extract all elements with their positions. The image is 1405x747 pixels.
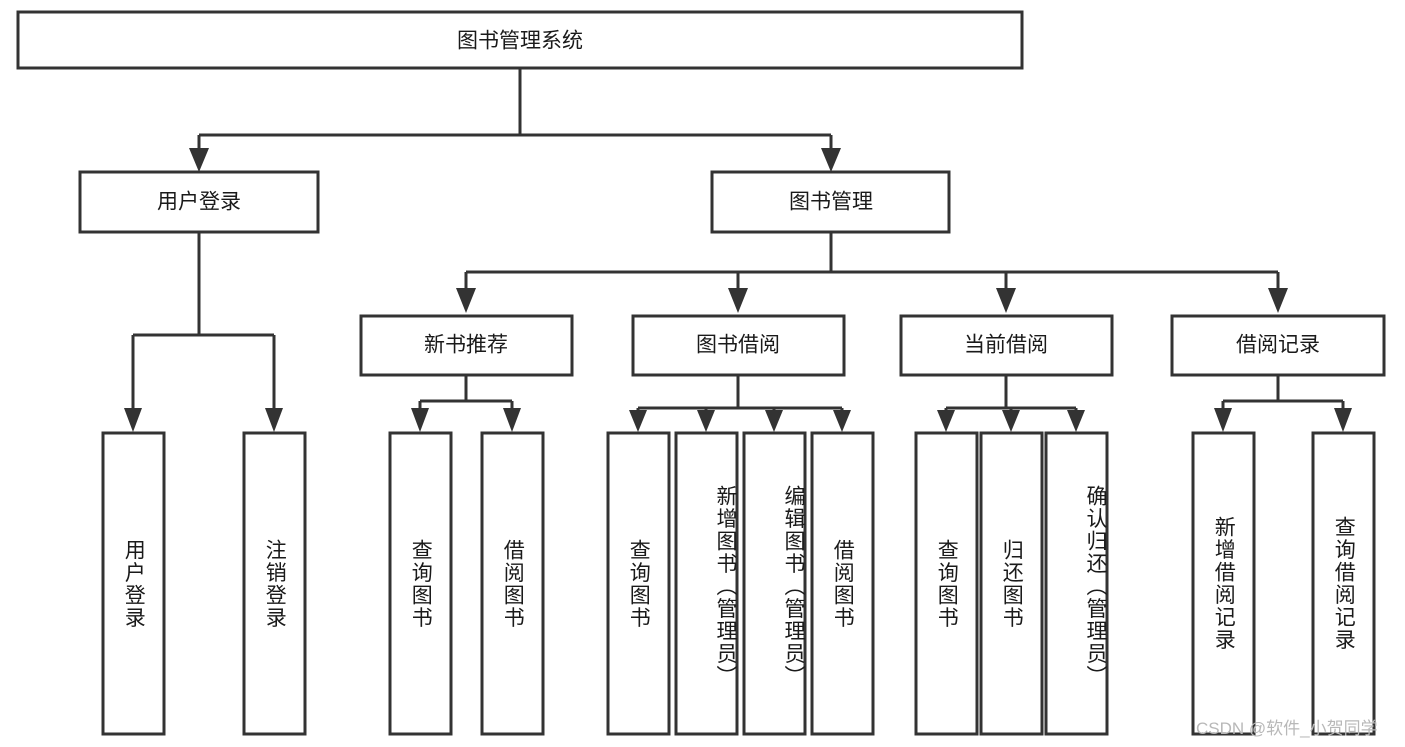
arrow-head-leaf-logout: [265, 408, 283, 432]
node-leaf-edit-book-rect[interactable]: [742, 431, 807, 736]
arrow-head-book-borrow: [728, 288, 748, 313]
arrow-head-borrow-record: [1268, 288, 1288, 313]
csdn-watermark: CSDN @软件_小贺同学: [1196, 719, 1378, 738]
node-leaf-borrow-book-2-rect[interactable]: [810, 431, 875, 736]
arrow-head-leaf-query-book-3: [937, 410, 955, 432]
connector-book-manage-to-level3: [456, 232, 1288, 313]
node-current-borrow[interactable]: 当前借阅: [899, 314, 1114, 377]
arrow-head-leaf-borrow-book-2: [833, 410, 851, 432]
node-book-manage[interactable]: 图书管理: [710, 170, 951, 234]
node-borrow-record[interactable]: 借阅记录: [1170, 314, 1386, 377]
node-leaf-query-book-2-rect[interactable]: [606, 431, 671, 736]
node-current-borrow-label: 当前借阅: [964, 334, 1048, 357]
connector-new-book-rec-to-leaves: [411, 375, 521, 432]
node-leaf-query-record-rect[interactable]: [1311, 431, 1376, 736]
node-leaf-return-book-rect[interactable]: [979, 431, 1044, 736]
arrow-head-leaf-query-book-2: [629, 410, 647, 432]
arrow-head-leaf-query-record: [1334, 408, 1352, 432]
node-new-book-rec[interactable]: 新书推荐: [359, 314, 574, 377]
arrow-head-leaf-user-login: [124, 408, 142, 432]
node-new-book-rec-label: 新书推荐: [424, 334, 508, 357]
node-borrow-record-rect[interactable]: [1170, 314, 1386, 377]
node-user-login-label: 用户登录: [157, 191, 241, 214]
node-book-manage-label: 图书管理: [789, 191, 873, 214]
arrow-head-user-login: [189, 148, 209, 172]
arrow-head-book-manage: [821, 148, 841, 172]
leaf-boxes: [101, 431, 1376, 736]
arrow-head-leaf-borrow-book-1: [503, 408, 521, 432]
node-leaf-add-book-rect[interactable]: [674, 431, 739, 736]
arrow-head-leaf-query-book-1: [411, 408, 429, 432]
node-leaf-add-record-rect[interactable]: [1191, 431, 1256, 736]
node-borrow-record-label: 借阅记录: [1236, 334, 1320, 357]
node-leaf-logout-rect[interactable]: [242, 431, 307, 736]
node-current-borrow-rect[interactable]: [899, 314, 1114, 377]
connector-user-login-to-leaves: [124, 232, 283, 432]
node-leaf-borrow-book-1-rect[interactable]: [480, 431, 545, 736]
node-book-borrow-label: 图书借阅: [696, 334, 780, 357]
arrow-head-new-book-rec: [456, 288, 476, 313]
node-leaf-query-book-3-rect[interactable]: [914, 431, 979, 736]
connector-root-to-level2: [189, 68, 841, 172]
node-book-manage-rect[interactable]: [710, 170, 951, 234]
node-leaf-confirm-return-rect[interactable]: [1044, 431, 1109, 736]
node-book-borrow[interactable]: 图书借阅: [631, 314, 846, 377]
node-leaf-user-login-rect[interactable]: [101, 431, 166, 736]
arrow-head-leaf-confirm-return: [1067, 410, 1085, 432]
node-user-login[interactable]: 用户登录: [78, 170, 320, 234]
node-book-borrow-rect[interactable]: [631, 314, 846, 377]
arrow-head-leaf-return-book: [1002, 410, 1020, 432]
arrow-head-leaf-add-record: [1214, 408, 1232, 432]
connector-book-borrow-to-leaves: [629, 375, 851, 432]
arrow-head-leaf-add-book: [697, 410, 715, 432]
arrow-head-leaf-edit-book: [765, 410, 783, 432]
node-leaf-query-book-1-rect[interactable]: [388, 431, 453, 736]
connector-borrow-record-to-leaves: [1214, 375, 1352, 432]
node-new-book-rec-rect[interactable]: [359, 314, 574, 377]
node-root[interactable]: 图书管理系统: [16, 10, 1024, 70]
connector-current-borrow-to-leaves: [937, 375, 1085, 432]
node-root-label: 图书管理系统: [457, 30, 583, 53]
node-root-rect[interactable]: [16, 10, 1024, 70]
node-user-login-rect[interactable]: [78, 170, 320, 234]
arrow-head-current-borrow: [996, 288, 1016, 313]
